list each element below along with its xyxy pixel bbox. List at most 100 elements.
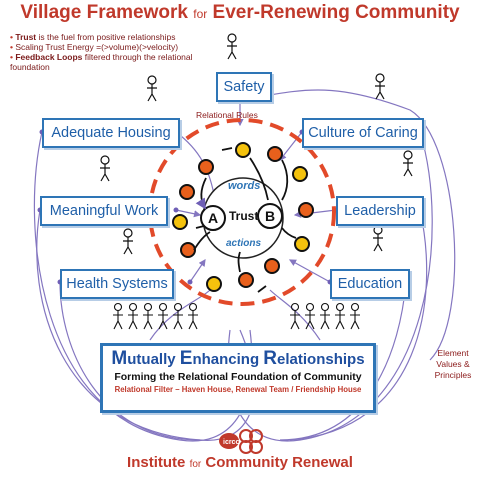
person-figure: [290, 302, 300, 330]
actions-label: actions: [226, 238, 262, 249]
orbit-arrow: [193, 231, 211, 251]
orbit-arrow: [281, 227, 297, 239]
person-b-label: B: [265, 208, 276, 224]
node-orange: [238, 272, 254, 288]
box-label: Health Systems: [66, 276, 168, 292]
connector-dot: [173, 207, 179, 213]
person-figure: [173, 302, 183, 330]
box-adequate-housing: Adequate Housing: [42, 118, 180, 148]
box-meaningful-work: Meaningful Work: [40, 196, 168, 226]
node-orange: [264, 258, 280, 274]
person-figure: [113, 302, 123, 330]
logo-red-oval: [219, 433, 239, 449]
node-yellow: [235, 142, 251, 158]
person-figure: [335, 302, 345, 330]
node-orange: [267, 146, 283, 162]
person-figure: [100, 155, 110, 182]
feedback-loop: [241, 89, 456, 361]
box-label: Adequate Housing: [51, 125, 171, 141]
stick-figures: [100, 33, 413, 255]
logo-ring: [249, 440, 263, 454]
orbit-arrow: [195, 225, 205, 229]
box-leadership: Leadership: [336, 196, 424, 226]
node-yellow: [172, 214, 188, 230]
orbit-arrows: [193, 147, 297, 293]
person-figure: [158, 302, 168, 330]
box-label: Culture of Caring: [308, 125, 418, 141]
person-b-circle: [257, 203, 283, 229]
node-orange: [179, 184, 195, 200]
title-part-2: for: [193, 7, 208, 21]
logo-ring: [239, 440, 253, 454]
foundation-box: Mutually Enhancing Relationships Forming…: [100, 343, 376, 413]
person-figure: [147, 75, 157, 102]
foundation-subtitle: Forming the Relational Foundation of Com…: [114, 371, 362, 383]
node-yellow: [206, 276, 222, 292]
person-figure: [188, 302, 198, 330]
title-part-1: Village Framework: [20, 2, 188, 23]
person-a-circle: [200, 205, 226, 231]
person-figure: [373, 225, 383, 252]
orbit-arrow: [237, 251, 241, 273]
box-safety: Safety: [216, 72, 272, 102]
box-education: Education: [330, 269, 410, 299]
center-circles: [200, 177, 284, 259]
person-figure: [123, 228, 133, 255]
node-orange: [180, 242, 196, 258]
relational-filter-text: Relational Filter – Haven House, Renewal…: [114, 385, 362, 394]
box-label: Safety: [223, 79, 265, 95]
people-row: [113, 302, 360, 330]
person-a-label: A: [208, 210, 219, 226]
person-figure: [375, 73, 385, 100]
orbit-nodes: [172, 142, 314, 292]
node-yellow: [294, 236, 310, 252]
institute-footer: Institute for Community Renewal: [0, 454, 480, 471]
orbit-arrow: [249, 157, 269, 201]
box-label: Education: [337, 276, 403, 292]
diagram-title: Village Framework for Ever-Renewing Comm…: [0, 2, 480, 24]
feedback-loop: [189, 259, 206, 283]
orbit-arrow: [221, 147, 233, 151]
element-values-note: Element Values & Principles: [434, 348, 472, 380]
box-health-systems: Health Systems: [60, 269, 174, 299]
feedback-loop: [289, 209, 428, 441]
box-culture-of-caring: Culture of Caring: [302, 118, 424, 148]
bullet-item: • Scaling Trust Energy =(>volume)(>veloc…: [10, 42, 179, 52]
institute-part-1: Institute: [127, 454, 186, 471]
person-figure: [143, 302, 153, 330]
node-orange: [198, 159, 214, 175]
bullet-item: • Trust is the fuel from positive relati…: [10, 32, 176, 42]
foundation-heading: Mutually Enhancing Relationships: [111, 348, 365, 369]
icr-logo: icrcc: [219, 429, 263, 454]
feedback-loop: [149, 289, 211, 341]
feedback-loop: [279, 131, 303, 161]
bullet-item: • Feedback Loops filtered through the re…: [10, 52, 193, 72]
bullet-list: • Trust is the fuel from positive relati…: [10, 32, 200, 72]
orbit-arrow: [195, 177, 207, 210]
person-figure: [403, 150, 413, 177]
orbit-arrow: [281, 159, 289, 201]
person-figure: [305, 302, 315, 330]
title-part-3: Ever-Renewing Community: [212, 2, 460, 23]
orbit-arrow: [257, 285, 267, 293]
person-figure: [320, 302, 330, 330]
words-label: words: [228, 180, 261, 192]
person-figure: [128, 302, 138, 330]
person-figure: [227, 33, 237, 60]
feedback-loop: [288, 259, 331, 283]
connector-dot: [187, 279, 193, 285]
box-label: Meaningful Work: [49, 203, 159, 219]
node-yellow: [292, 166, 308, 182]
trust-label: Trust: [229, 209, 259, 223]
box-label: Leadership: [344, 203, 416, 219]
person-figure: [350, 302, 360, 330]
institute-part-2: for: [189, 459, 202, 470]
node-orange: [298, 202, 314, 218]
feedback-loop: [175, 209, 202, 218]
logo-letters: icrcc: [223, 439, 239, 446]
feedback-loop: [59, 281, 201, 441]
relational-rules-label: Relational Rules: [196, 110, 258, 120]
institute-part-3: Community Renewal: [205, 454, 353, 471]
